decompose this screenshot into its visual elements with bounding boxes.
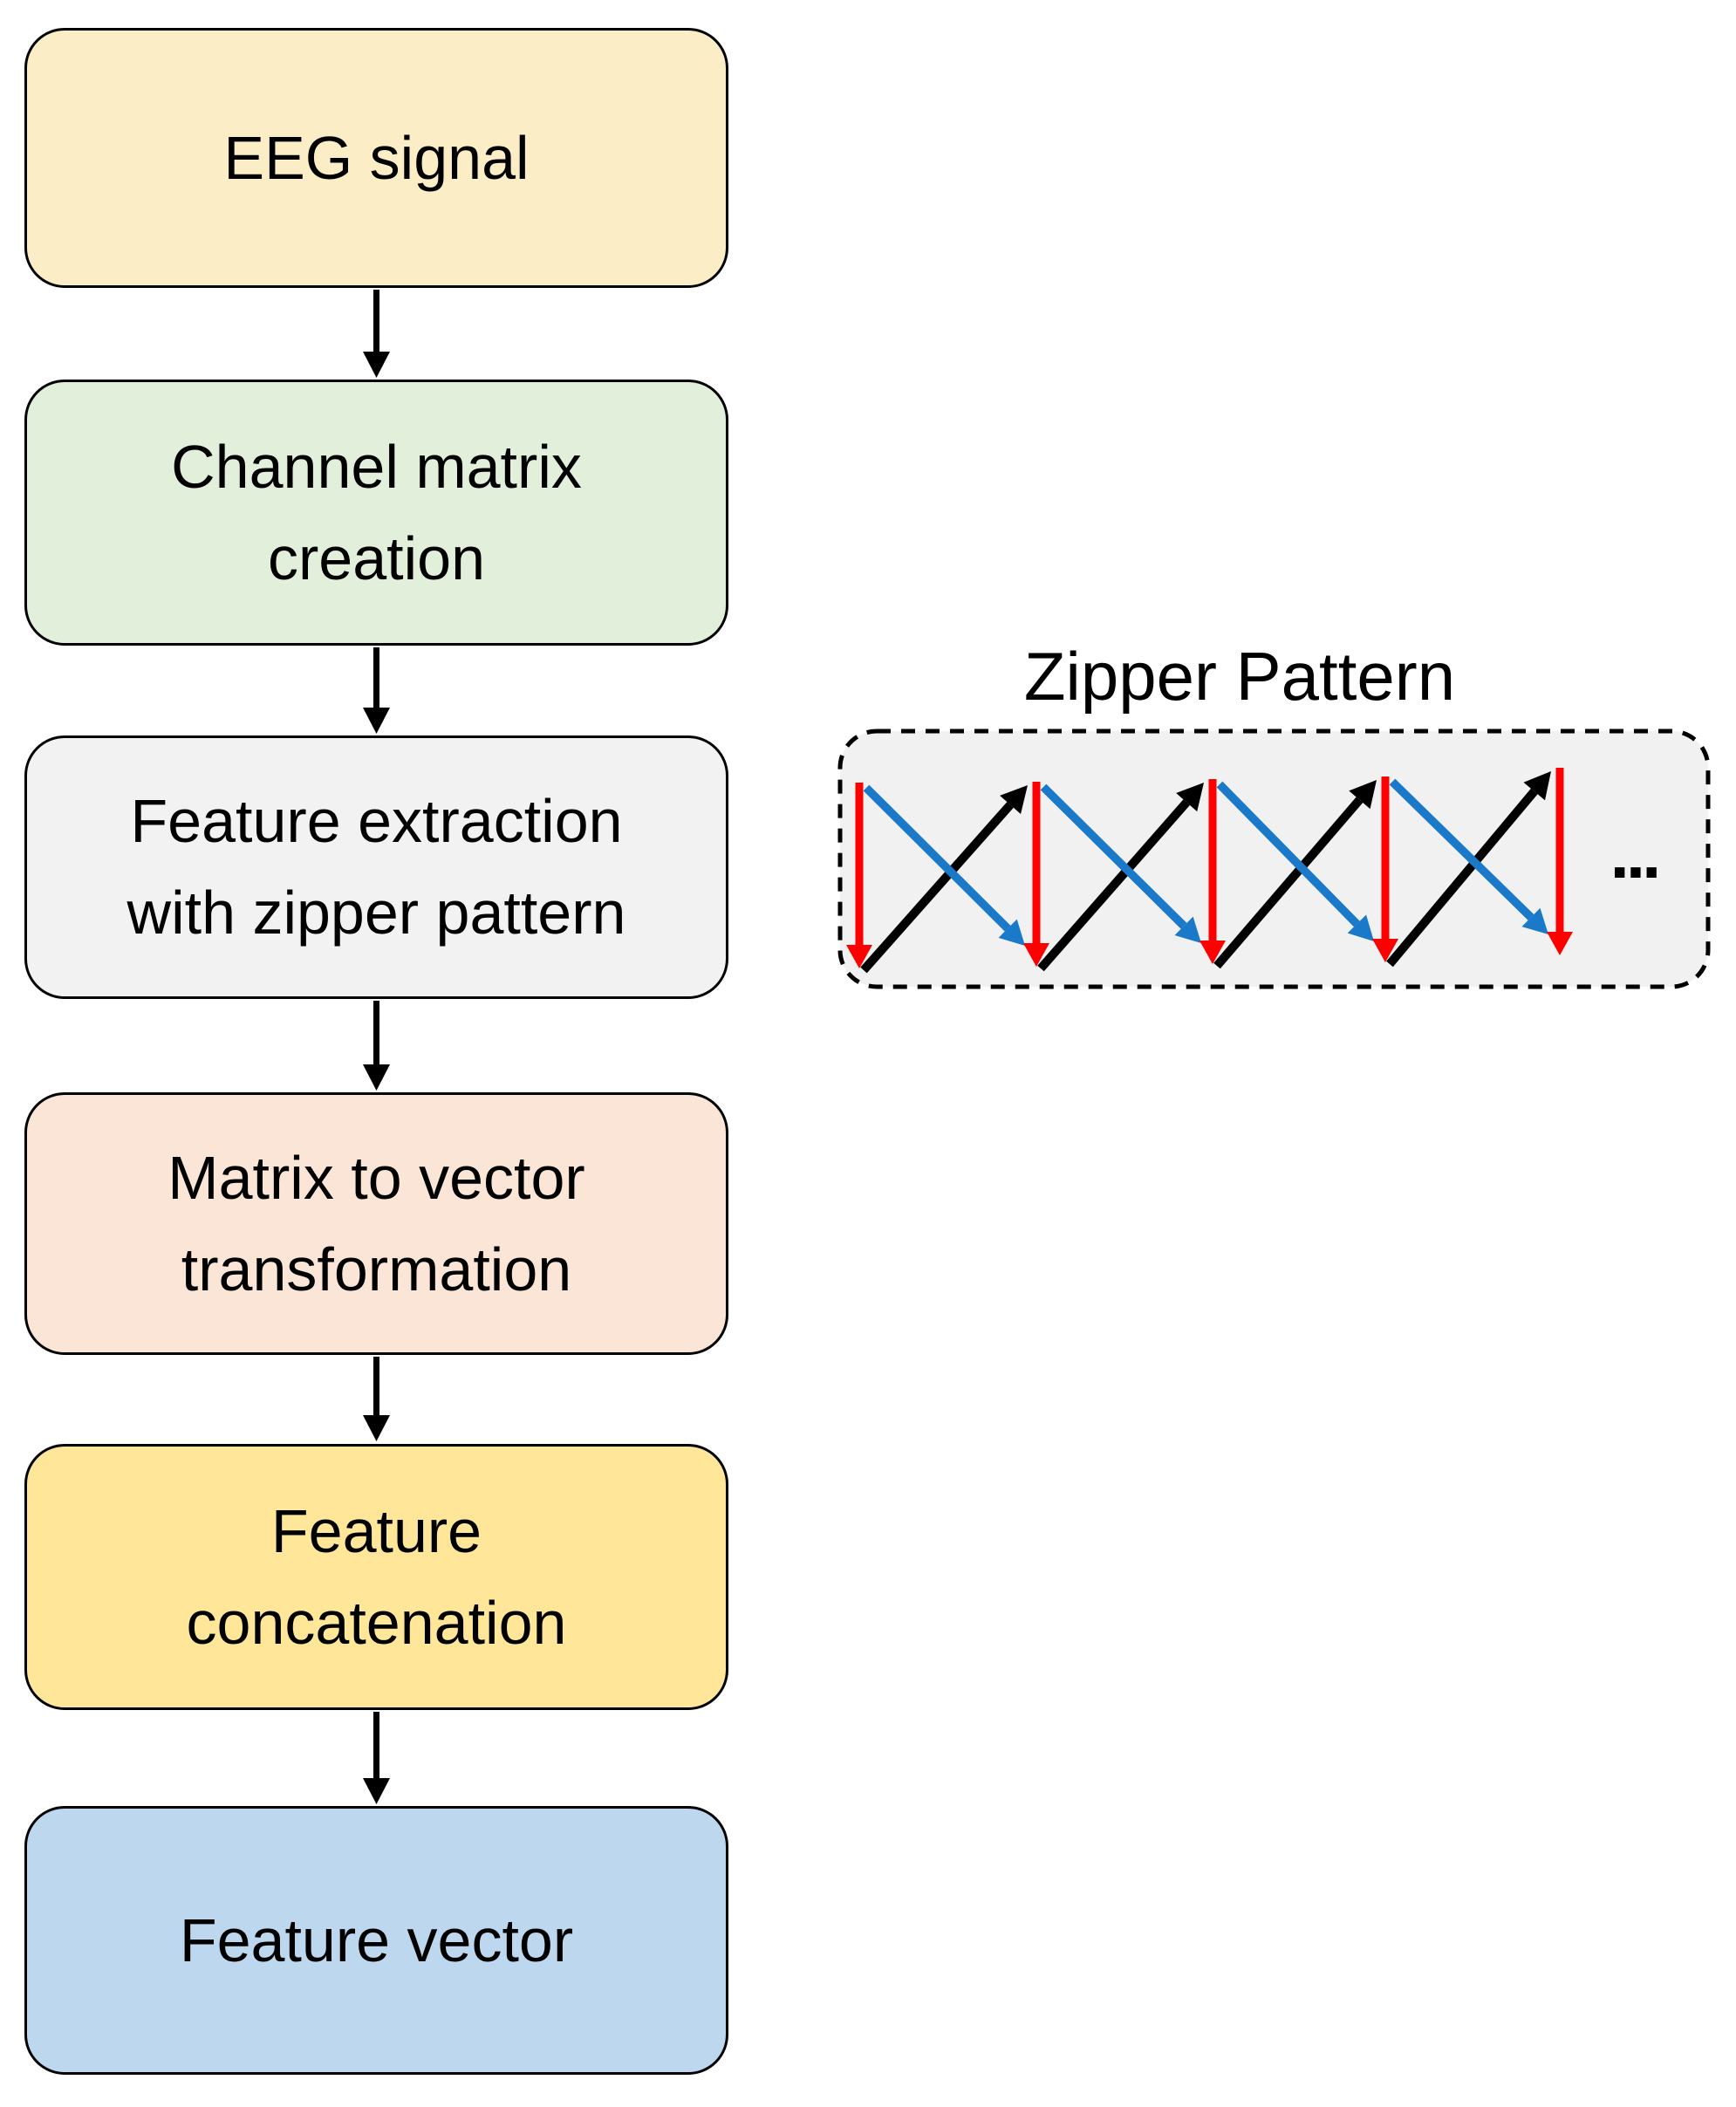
zipper-ellipsis: ... [1610, 815, 1662, 893]
zipper-panel [837, 729, 1711, 989]
zipper-down-arrow [1547, 768, 1573, 955]
flow-box-channel-matrix-creation: Channel matrix creation [24, 380, 728, 646]
flow-connector-arrow [363, 647, 390, 734]
flow-connector-arrow [363, 1712, 390, 1804]
zipper-up-diagonal-arrow [860, 785, 1028, 974]
zipper-down-arrow [846, 783, 872, 968]
zipper-down-diagonal-arrow [1216, 781, 1374, 941]
flow-box-label: Feature vector [179, 1905, 574, 1974]
zipper-pattern-title: Zipper Pattern [1023, 638, 1456, 715]
flow-box-label: EEG signal [223, 123, 530, 192]
flow-box-eeg-signal: EEG signal [24, 28, 728, 288]
zipper-down-diagonal-arrow [1040, 783, 1201, 943]
flow-box-feature-concatenation: Feature concatenation [24, 1444, 728, 1710]
zipper-down-arrow [1372, 776, 1398, 962]
zipper-up-diagonal-arrow [1037, 783, 1204, 972]
zipper-down-arrow [1023, 782, 1049, 967]
flow-box-feature-extraction: Feature extraction with zipper pattern [24, 735, 728, 999]
flow-box-label: Matrix to vector transformation [167, 1143, 585, 1303]
zipper-down-diagonal-arrow [863, 784, 1025, 946]
flow-box-label: Feature extraction with zipper pattern [126, 787, 626, 947]
zipper-down-diagonal-arrow [1389, 778, 1548, 934]
flow-box-feature-vector: Feature vector [24, 1806, 728, 2075]
flow-box-label: Channel matrix creation [171, 432, 582, 592]
zipper-up-diagonal-arrow [1213, 780, 1377, 969]
zipper-down-arrow [1199, 779, 1226, 964]
flow-connector-arrow [363, 1001, 390, 1091]
flow-box-matrix-to-vector: Matrix to vector transformation [24, 1092, 728, 1355]
zipper-up-diagonal-arrow [1386, 771, 1551, 968]
flow-connector-arrow [363, 1357, 390, 1441]
flow-connector-arrow [363, 290, 390, 378]
flow-box-label: Feature concatenation [186, 1496, 567, 1657]
